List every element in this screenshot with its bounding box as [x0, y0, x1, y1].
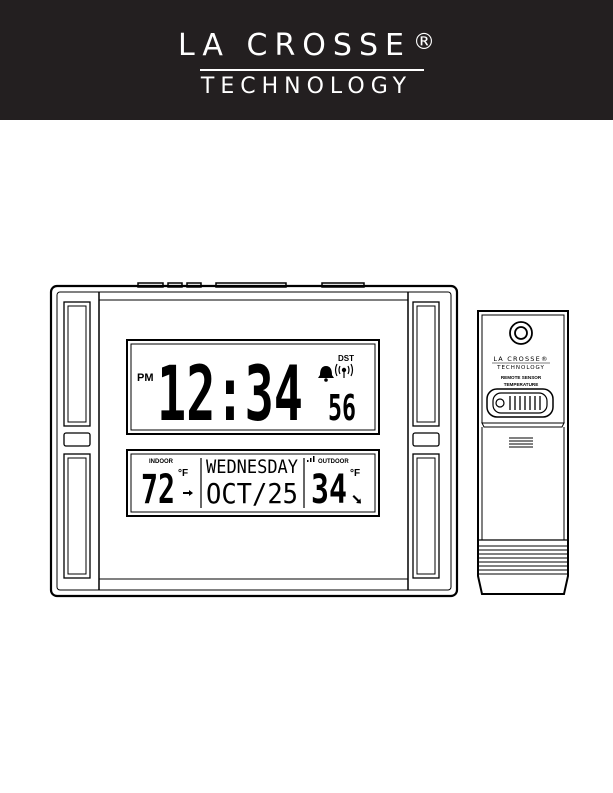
- remote-sensor: [478, 311, 568, 594]
- indoor-temp: 72: [141, 467, 175, 513]
- clock-unit: [51, 283, 457, 596]
- seconds-display: 56: [328, 388, 356, 429]
- outdoor-temp: 34: [311, 467, 347, 513]
- indoor-unit: °F: [178, 468, 188, 479]
- sensor-brand-subtitle: TECHNOLOGY: [496, 365, 545, 371]
- sensor-brand: LA CROSSE®: [493, 355, 548, 363]
- sensor-label-line1: REMOTE SENSOR: [501, 375, 542, 380]
- sensor-label-line2: TEMPERATURE: [504, 382, 539, 387]
- dst-indicator: DST: [338, 354, 354, 363]
- ampm-indicator: PM: [137, 372, 154, 384]
- indoor-label: INDOOR: [149, 459, 174, 465]
- date-display: OCT/25: [206, 477, 298, 510]
- time-display: 12:34: [157, 349, 303, 438]
- day-display: WEDNESDAY: [206, 456, 298, 478]
- outdoor-label: OUTDOOR: [318, 459, 349, 465]
- outdoor-unit: °F: [350, 468, 360, 479]
